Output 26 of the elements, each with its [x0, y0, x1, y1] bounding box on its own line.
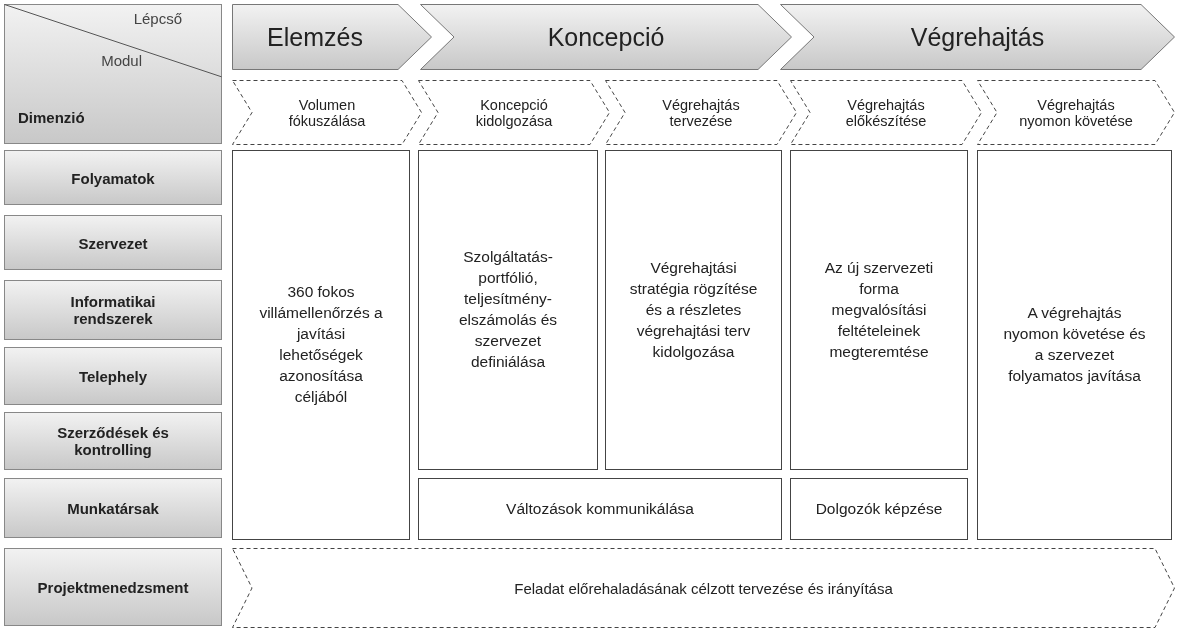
column-axis-label: Lépcső — [133, 10, 182, 27]
activity-text: Végrehajtási stratégia rögzítése és a részletes végrehajtási terv kidolgozása — [629, 257, 758, 362]
module-label: Volumen fókuszálása — [287, 96, 367, 129]
module-label: Koncepció kidolgozása — [474, 96, 554, 129]
module-label: Végrehajtás tervezése — [661, 96, 741, 129]
row-axis-label: Dimenzió — [18, 109, 85, 126]
dimension-label: Munkatársak — [66, 499, 160, 517]
module-label: Végrehajtás előkészítése — [844, 96, 928, 129]
activity-text: Változások kommunikálása — [505, 498, 695, 519]
phase-title: Elemzés — [266, 22, 364, 52]
phase-title: Koncepció — [546, 22, 666, 52]
activity-text: Szolgáltatás-portfólió, teljesítmény-elszámolás és szervezet definiálása — [457, 247, 559, 372]
dimension-label: Informatikai rendszerek — [69, 293, 157, 327]
activity-text: 360 fokos villámellenőrzés a javítási lehetőségek azonosítása céljából — [258, 282, 384, 407]
activity-text: Dolgozók képzése — [814, 498, 944, 519]
activity-text: A végrehajtás nyomon követése és a szervezet folyamatos javítása — [1002, 303, 1147, 386]
dimension-label: Telephely — [77, 367, 149, 385]
module-label: Feladat előrehaladásának célzott tervezése és irányítása — [513, 579, 894, 597]
dimension-label: Szervezet — [77, 234, 149, 251]
phase-title: Végrehajtás — [909, 22, 1046, 52]
activity-text: Az új szervezeti forma megvalósítási feltételeinek megteremtése — [823, 257, 935, 362]
dimension-label: Szerződések és kontrolling — [56, 424, 170, 458]
dimension-label: Projektmenedzsment — [36, 578, 190, 596]
dimension-label: Folyamatok — [70, 169, 156, 186]
module-label: Végrehajtás nyomon követése — [1018, 96, 1134, 129]
column-axis-label: Modul — [101, 52, 142, 69]
